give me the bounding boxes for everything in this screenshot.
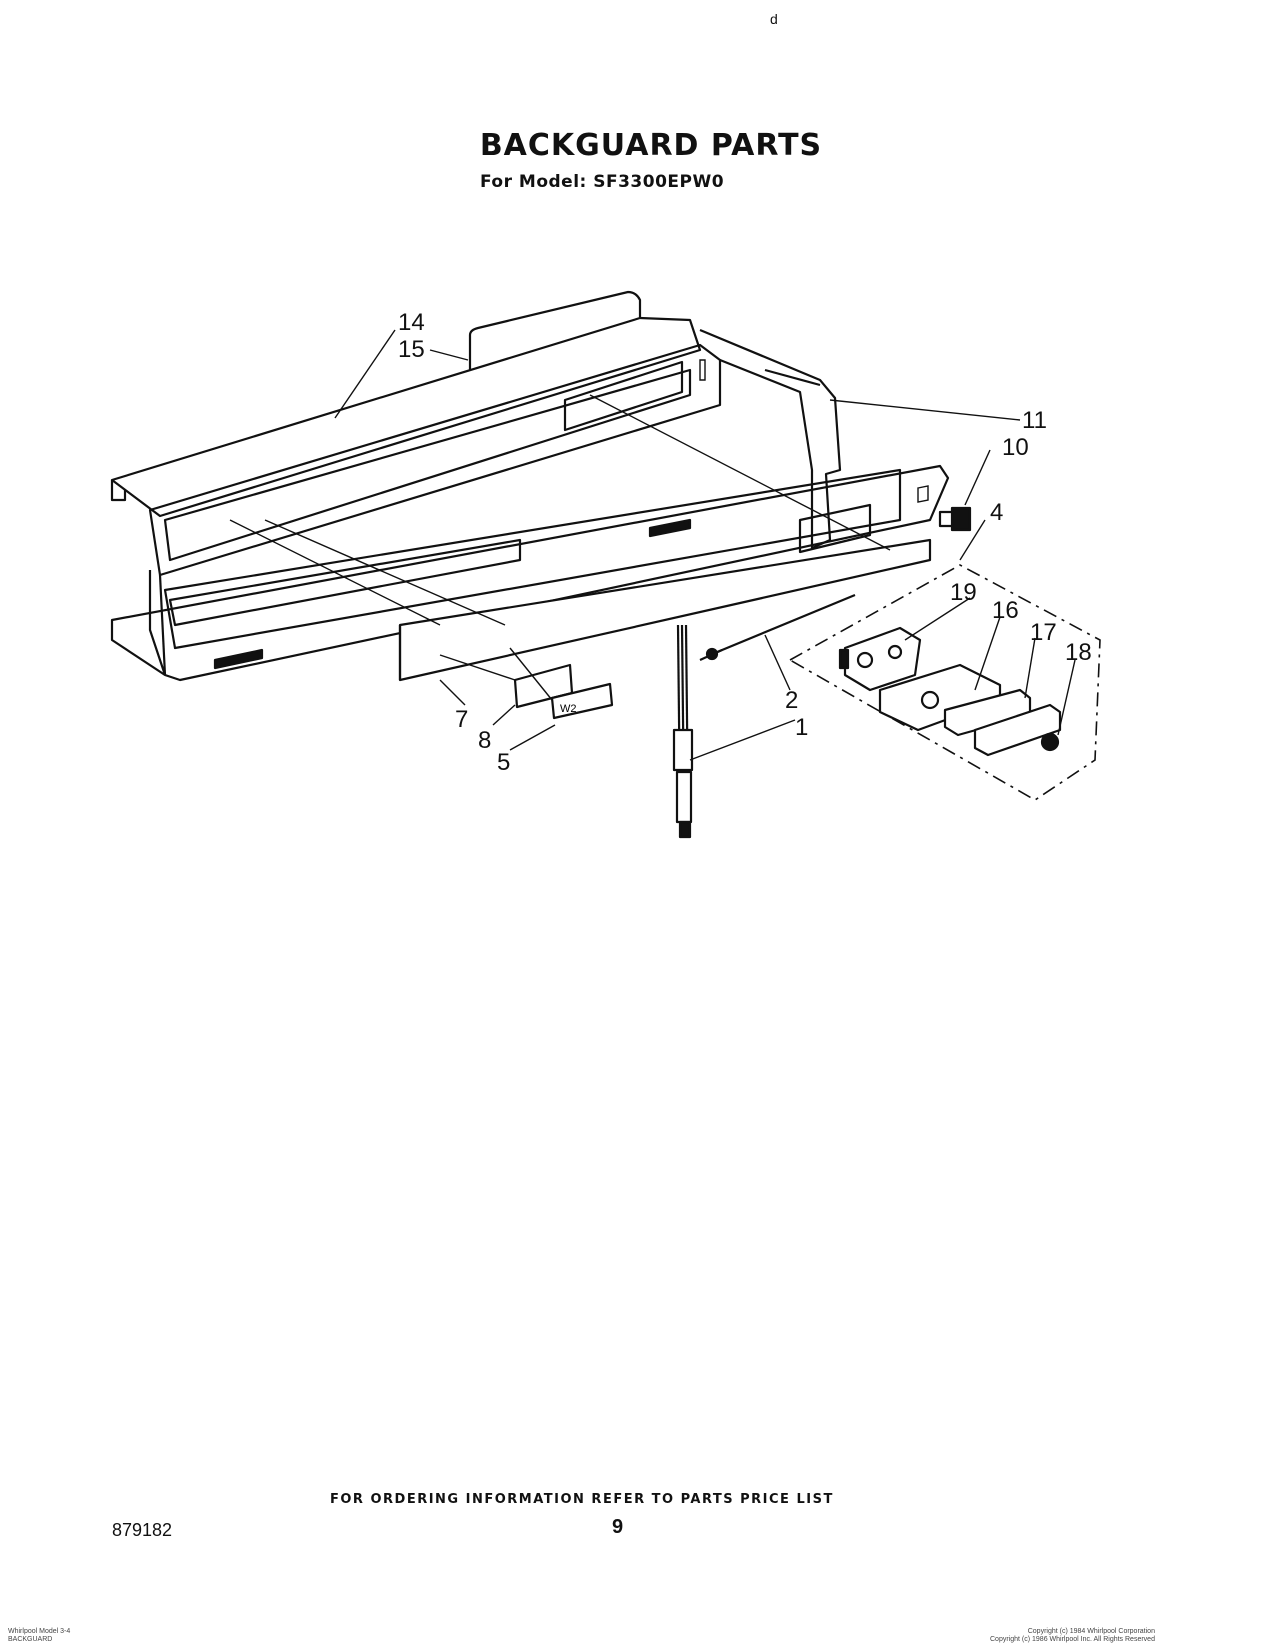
callout-10: 10 <box>1002 434 1029 461</box>
callout-1: 1 <box>795 714 808 741</box>
switch-part-5: W2 <box>550 682 614 720</box>
rod-part-2 <box>699 593 856 662</box>
document-number: 879182 <box>112 1520 173 1540</box>
page-title: BACKGUARD PARTS <box>479 128 823 163</box>
callout-17: 17 <box>1030 619 1057 646</box>
model-subtitle: For Model: SF3300EPW0 <box>480 172 725 192</box>
callout-11: 11 <box>1022 407 1047 434</box>
svg-text:W2: W2 <box>560 703 577 715</box>
footer-right-line-2: Copyright (c) 1986 Whirlpool Inc. All Ri… <box>990 1636 1155 1643</box>
footer-left-line-2: BACKGUARD <box>8 1636 53 1643</box>
front-panel-part-7 <box>398 538 932 682</box>
wiring-harness-part-1 <box>672 624 694 839</box>
footer-left-notes: Whirlpool Model 3-4 BACKGUARD <box>8 1628 70 1644</box>
backguard-rear-panel <box>110 290 722 577</box>
ordering-note: FOR ORDERING INFORMATION REFER TO PARTS … <box>330 1492 834 1507</box>
callout-14: 14 <box>398 309 425 336</box>
end-cap-part-11 <box>699 328 842 550</box>
bezel-part-18 <box>973 703 1062 757</box>
callout-2: 2 <box>785 687 798 714</box>
footer-right-line-1: Copyright (c) 1984 Whirlpool Corporation <box>1027 1628 1155 1635</box>
callout-18: 18 <box>1065 639 1092 666</box>
callout-8: 8 <box>478 727 491 754</box>
corner-mark: d <box>770 11 778 27</box>
backguard-base-pan <box>110 464 950 682</box>
leader-lines <box>229 329 1076 761</box>
clock-motor-part-19 <box>838 626 922 692</box>
footer-left-line-1: Whirlpool Model 3-4 <box>8 1628 71 1635</box>
callout-labels: 14 15 11 10 4 19 16 17 18 2 1 7 8 5 <box>398 309 1092 776</box>
page-number: 9 <box>612 1516 624 1538</box>
callout-16: 16 <box>992 597 1019 624</box>
clip-part-10 <box>938 506 972 532</box>
callout-15: 15 <box>398 336 425 363</box>
callout-4: 4 <box>990 499 1003 526</box>
callout-7: 7 <box>455 706 468 733</box>
callout-5: 5 <box>497 749 510 776</box>
clock-assembly-group-4 <box>788 564 1101 801</box>
footer-copyright: Copyright (c) 1984 Whirlpool Corporation… <box>990 1628 1155 1644</box>
callout-19: 19 <box>950 579 977 606</box>
